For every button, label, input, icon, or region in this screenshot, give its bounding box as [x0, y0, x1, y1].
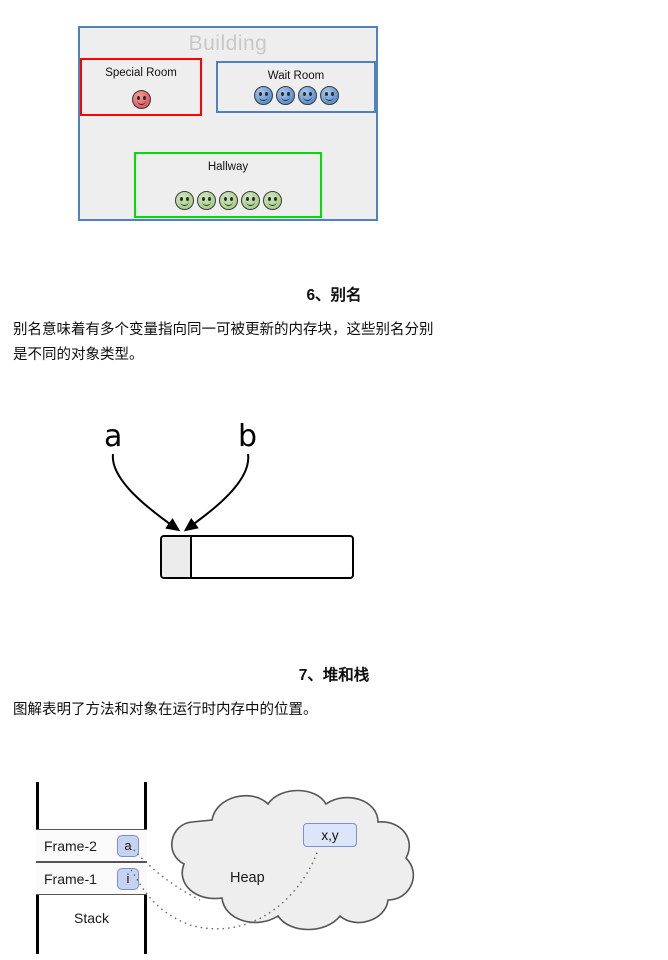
smiley-face-blue	[253, 86, 273, 105]
alias-variable-a: a	[104, 419, 123, 454]
room-hallway: Hallway	[134, 152, 322, 218]
smiley-face-blue	[275, 86, 295, 105]
room-wait-room: Wait Room	[216, 61, 376, 113]
section-body-7: 图解表明了方法和对象在运行时内存中的位置。	[13, 702, 318, 718]
section-heading-7: 7、堆和栈	[298, 667, 370, 684]
arrow-b-to-memory	[183, 453, 250, 532]
smiley-face-green	[174, 191, 194, 210]
stack-frame-2-variable: a	[117, 834, 139, 857]
smiley-face-blue	[319, 86, 339, 105]
heap-label: Heap	[230, 870, 265, 886]
smiley-face-green	[218, 191, 238, 210]
room-label-wait-room: Wait Room	[267, 70, 325, 82]
face-group-wait-room	[218, 86, 374, 105]
arrow-a-to-memory	[111, 453, 181, 532]
smiley-face-red	[131, 90, 151, 109]
memory-cell-used	[162, 537, 192, 577]
heap-cloud-shape	[171, 789, 415, 931]
section-heading-6: 6、别名	[306, 287, 362, 304]
stack-frame-1: Frame-1 i	[36, 862, 147, 895]
alias-diagram: a b	[80, 410, 380, 590]
smiley-face-blue	[297, 86, 317, 105]
stack-frame-2: Frame-2 a	[36, 829, 147, 862]
room-label-hallway: Hallway	[207, 161, 249, 173]
smiley-face-green	[240, 191, 260, 210]
smiley-face-green	[196, 191, 216, 210]
stack-frame-2-label: Frame-2	[44, 837, 97, 854]
room-special-room: Special Room	[80, 58, 202, 116]
building-title: Building	[188, 32, 268, 55]
stack-frame-1-label: Frame-1	[44, 870, 97, 887]
smiley-face-green	[262, 191, 282, 210]
face-group-hallway	[136, 191, 320, 210]
alias-arrows	[111, 453, 250, 532]
stack-frame-1-variable: i	[117, 867, 139, 890]
face-group-special-room	[82, 90, 200, 109]
stack-heap-diagram: Frame-2 a Frame-1 i Stack Heap x,y	[0, 770, 440, 960]
building-diagram: Building Special Room Wait Room Hallway	[78, 26, 378, 221]
memory-block	[160, 535, 354, 579]
room-label-special-room: Special Room	[105, 67, 177, 79]
stack-label: Stack	[73, 910, 109, 926]
memory-cell-free	[192, 537, 352, 577]
heap-object-xy: x,y	[303, 823, 357, 847]
section-body-6: 别名意味着有多个变量指向同一可被更新的内存块，这些别名分别是不同的对象类型。	[13, 322, 434, 363]
alias-variable-b: b	[238, 419, 258, 454]
